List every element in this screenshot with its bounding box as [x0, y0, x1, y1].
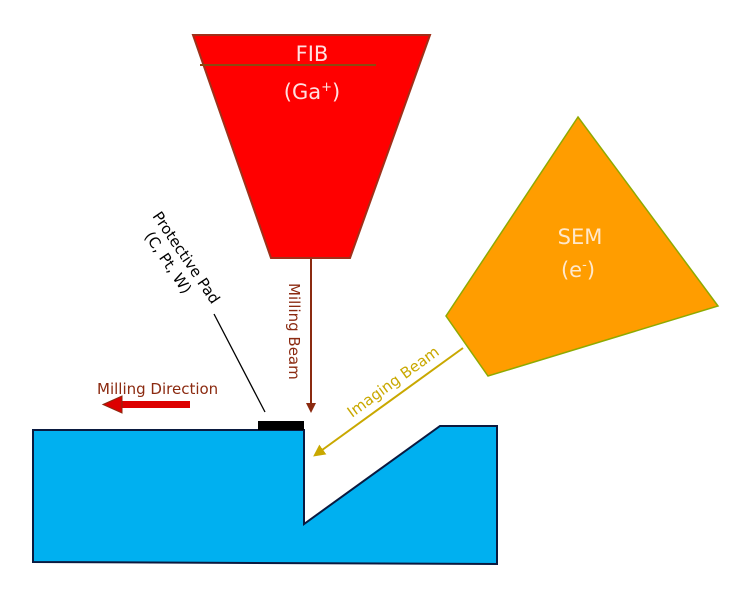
sem-electron-label: (e-)	[561, 258, 595, 282]
fib-title: FIB	[296, 42, 329, 66]
imaging-beam-label: Imaging Beam	[344, 343, 443, 422]
imaging-beam-arrow	[313, 347, 464, 457]
milling-beam-label: Milling Beam	[285, 283, 303, 380]
protective-pad	[258, 421, 304, 430]
sample-substrate	[32, 425, 498, 566]
milling-direction-label: Milling Direction	[97, 380, 218, 398]
sem-column	[445, 115, 720, 377]
sem-title: SEM	[558, 225, 603, 249]
fib-ion-label: (Ga+)	[284, 80, 340, 104]
milling-direction-arrow-shaft	[118, 401, 190, 408]
protective-pad-leader-line	[213, 313, 266, 413]
fib-column	[191, 34, 432, 259]
milling-direction-arrow-head	[101, 395, 123, 414]
